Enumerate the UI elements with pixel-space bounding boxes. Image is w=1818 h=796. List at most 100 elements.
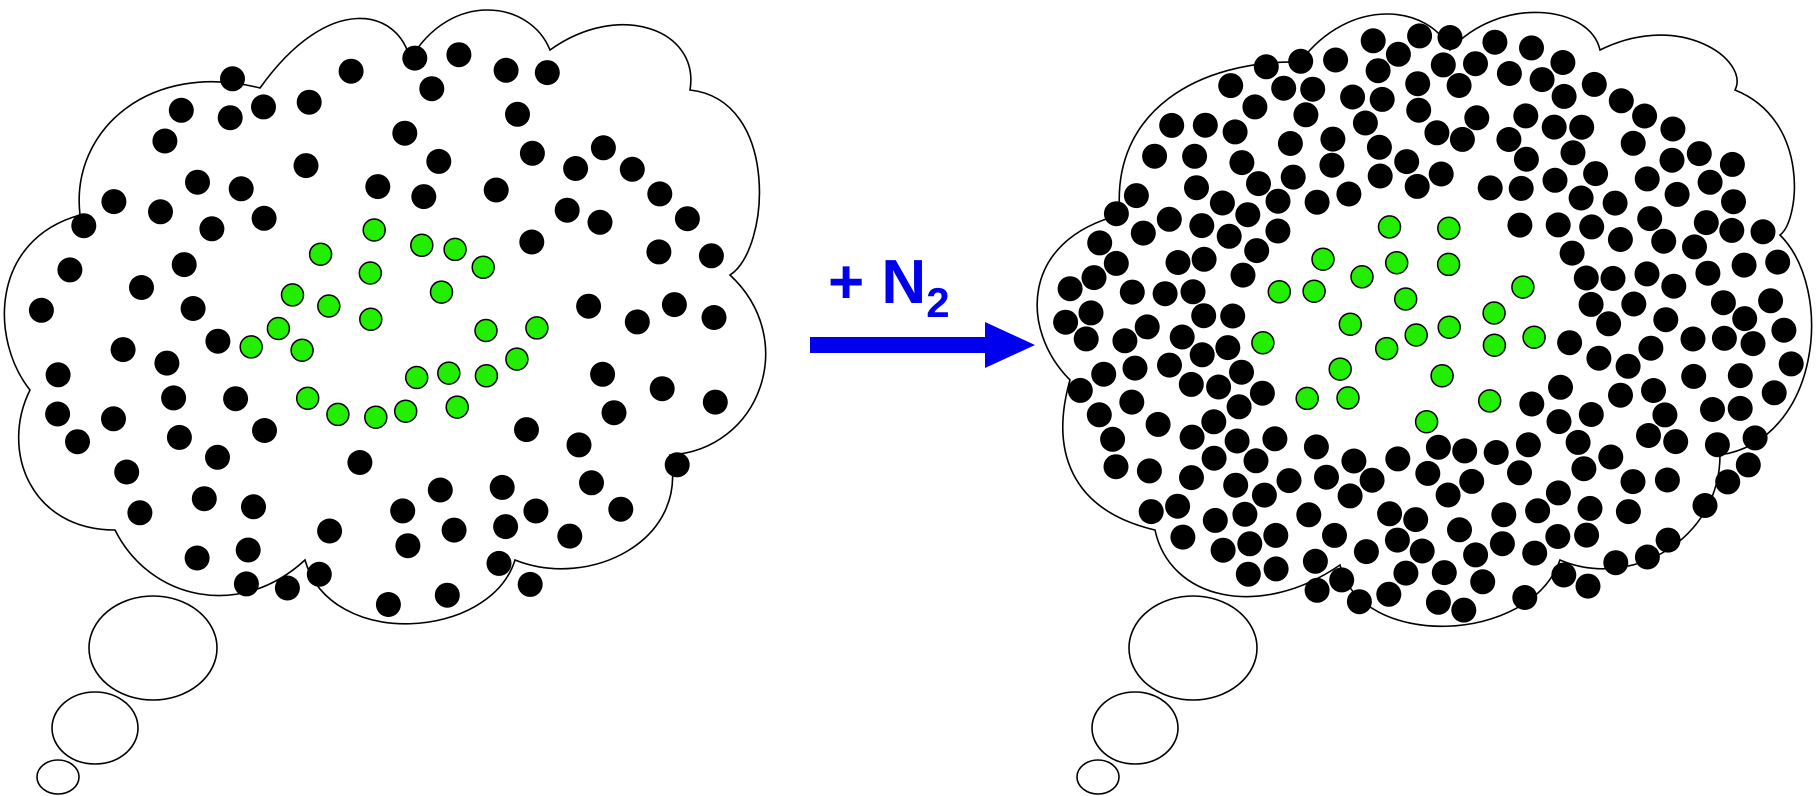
dark-particle [1224,428,1250,454]
dark-particle [1459,468,1485,494]
dark-particle [1119,389,1145,415]
dark-particle [1470,569,1496,595]
dark-particle [649,376,675,402]
dark-particle [1103,454,1129,480]
arrow-label-text: + N [828,248,926,317]
left-thought-bubble-medium [51,691,139,765]
light-particle [266,316,291,341]
dark-particle [1565,429,1591,455]
dark-particle [624,309,650,335]
dark-particle [566,432,592,458]
light-particle [393,399,418,423]
dark-particle [1323,47,1349,73]
light-particle [1336,386,1360,410]
dark-particle [1569,114,1595,140]
dark-particle [1632,103,1658,129]
light-particle [404,365,429,390]
dark-particle [1727,395,1753,421]
dark-particle [45,362,71,388]
dark-particle [1550,50,1576,75]
dark-particle [1276,468,1302,494]
dark-particle [1425,589,1451,615]
dark-particle [1215,335,1241,361]
dark-particle [1541,114,1567,140]
dark-particle [1634,166,1660,192]
dark-particle [1719,217,1745,243]
dark-particle [1091,361,1117,387]
dark-particle [1220,303,1246,329]
light-particle [280,283,305,307]
dark-particle [1165,250,1191,275]
dark-particle [296,89,322,115]
left-cloud-outline [3,9,767,625]
dark-particle [1251,482,1277,508]
dark-particle [1404,173,1430,199]
dark-particle [1369,86,1395,112]
dark-particle [557,523,583,549]
dark-particle [1304,189,1330,215]
dark-particle [1352,110,1378,136]
dark-particle [493,514,519,540]
light-particle [1482,301,1506,325]
dark-particle [1202,507,1228,533]
dark-particle [1178,371,1204,397]
dark-particle [293,153,319,179]
light-particle [1414,409,1439,434]
dark-particle [1655,527,1681,553]
dark-particle [1449,126,1475,152]
dark-particle [1548,374,1573,400]
dark-particle [587,209,613,235]
dark-particle [1431,560,1457,586]
dark-particle [241,494,266,520]
light-particle [1482,333,1507,357]
dark-particle [1621,291,1647,317]
dark-particle [168,97,194,123]
dark-particle [1156,206,1182,232]
dark-particle [1216,223,1242,249]
dark-particle [1602,190,1628,216]
dark-particle [1191,303,1217,329]
dark-particle [1519,35,1544,61]
dark-particle [1682,234,1707,260]
dark-particle [28,297,54,323]
dark-particle [1451,597,1477,623]
dark-particle [1246,171,1271,197]
dark-particle [608,496,634,522]
dark-particle [1568,185,1594,211]
dark-particle [1226,394,1252,420]
dark-particle [1653,307,1679,333]
dark-particle [647,181,673,207]
dark-particle [419,76,445,102]
light-particle [1430,364,1454,388]
dark-particle [702,389,728,415]
dark-particle [590,361,616,387]
dark-particle [1265,188,1291,214]
dark-particle [1727,363,1753,389]
dark-particle [1710,290,1736,316]
light-particle [505,347,529,371]
dark-particle [1263,556,1289,582]
light-particle [1477,389,1502,413]
light-particle [290,338,314,362]
dark-particle [1394,149,1420,175]
dark-particle [1201,409,1227,435]
dark-particle [1302,548,1328,574]
dark-particle [1179,465,1204,491]
dark-particle [185,169,210,195]
dark-particle [1340,84,1366,110]
dark-particle [1579,214,1605,240]
light-particle [443,237,467,262]
dark-particle [1719,151,1745,177]
dark-particle [317,518,343,544]
dark-particle [199,216,225,242]
dark-particle [110,337,136,363]
dark-particle [375,592,401,617]
dark-particle [1583,161,1609,187]
dark-particle [1280,164,1306,190]
dark-particle [1761,380,1787,406]
dark-particle [1253,54,1279,80]
dark-particle [161,385,187,411]
dark-particle [1577,495,1603,521]
dark-particle [489,474,515,500]
light-particle [295,386,320,411]
